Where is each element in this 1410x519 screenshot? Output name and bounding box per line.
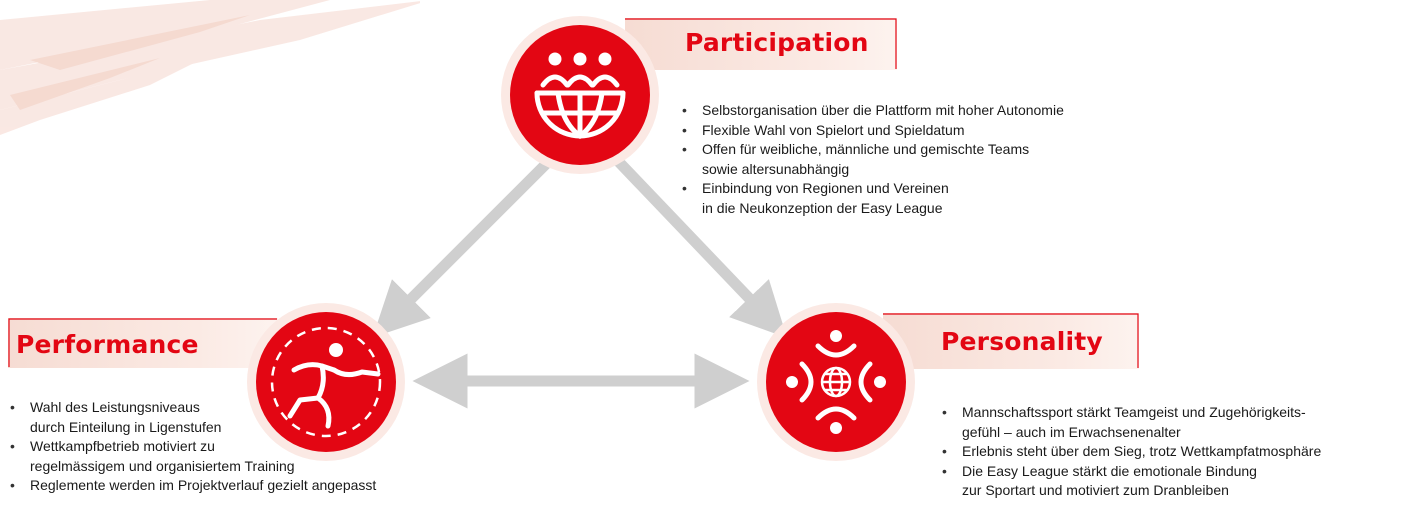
- participation-circle: [510, 25, 650, 165]
- performance-title-box: Performance: [8, 318, 278, 368]
- personality-bullet-list: Mannschaftssport stärkt Teamgeist und Zu…: [940, 403, 1321, 501]
- performance-bullet-list: Wahl des Leistungsniveaus durch Einteilu…: [8, 398, 376, 496]
- performance-bullet: Reglemente werden im Projektverlauf gezi…: [8, 476, 376, 496]
- personality-bullet: Die Easy League stärkt die emotionale Bi…: [940, 462, 1321, 501]
- performance-bullet: Wettkampfbetrieb motiviert zu regelmässi…: [8, 437, 376, 476]
- performance-title-background: [8, 318, 278, 368]
- personality-title-background: [883, 313, 1139, 369]
- participation-bullet: Offen für weibliche, männliche und gemis…: [680, 140, 1064, 179]
- participation-bullet: Einbindung von Regionen und Vereinen in …: [680, 179, 1064, 218]
- personality-title: Personality: [941, 327, 1103, 356]
- participation-title-border: [625, 18, 897, 69]
- arrow-participation-to-personality: [613, 156, 788, 338]
- performance-title-border: [8, 318, 277, 367]
- participation-title: Participation: [685, 28, 869, 57]
- participation-title-background: [625, 18, 897, 70]
- performance-title: Performance: [16, 330, 199, 359]
- personality-title-border: [883, 313, 1139, 368]
- people-globe-icon: [534, 52, 626, 140]
- participation-bullet: Selbstorganisation über die Plattform mi…: [680, 101, 1064, 121]
- personality-bullet: Mannschaftssport stärkt Teamgeist und Zu…: [940, 403, 1321, 442]
- team-spirit-globe-icon: [786, 330, 886, 434]
- personality-circle: [766, 312, 906, 452]
- participation-bullet: Flexible Wahl von Spielort und Spieldatu…: [680, 121, 1064, 141]
- arrow-participation-to-performance: [372, 156, 554, 338]
- personality-title-box: Personality: [883, 313, 1139, 369]
- personality-bullet: Erlebnis steht über dem Sieg, trotz Wett…: [940, 442, 1321, 462]
- brush-stroke-decoration: [0, 0, 420, 135]
- participation-title-box: Participation: [625, 18, 897, 70]
- performance-bullet: Wahl des Leistungsniveaus durch Einteilu…: [8, 398, 376, 437]
- participation-bullet-list: Selbstorganisation über die Plattform mi…: [680, 101, 1064, 218]
